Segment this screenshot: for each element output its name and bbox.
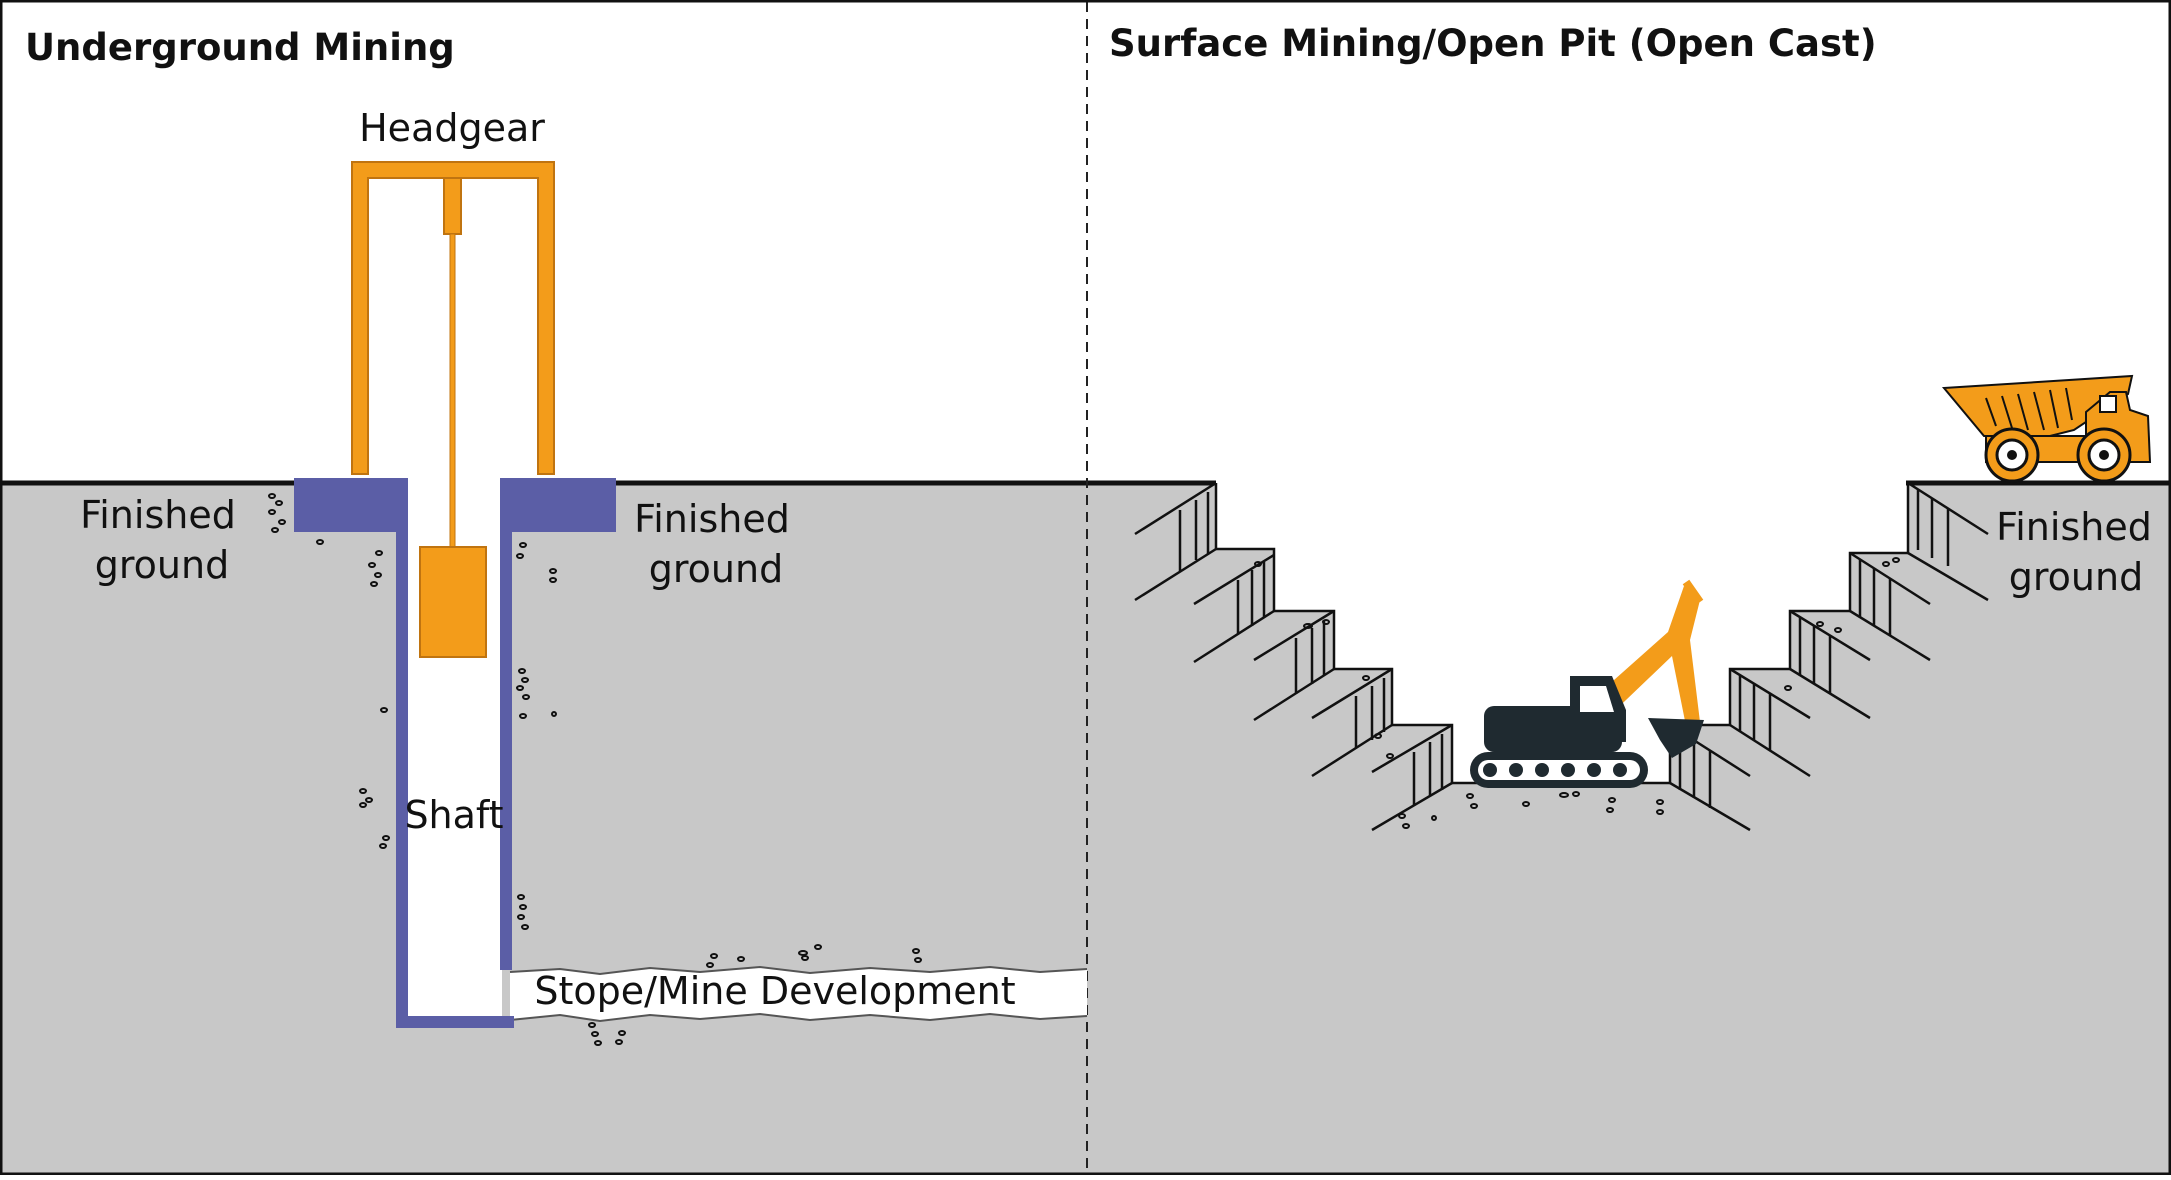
stope-label: Stope/Mine Development — [534, 969, 1015, 1013]
ore-specks — [268, 493, 922, 1046]
finished-ground-right-line2: ground — [649, 547, 783, 591]
finished-ground-left-line1: Finished — [80, 493, 236, 537]
collar-right — [500, 478, 616, 532]
finished-ground-right-line1: Finished — [634, 497, 790, 541]
open-pit — [1216, 481, 1908, 783]
shaft-wall-right — [500, 478, 512, 970]
underground-title: Underground Mining — [25, 26, 455, 69]
shaft-floor — [396, 1016, 514, 1028]
surface-title: Surface Mining/Open Pit (Open Cast) — [1109, 22, 1877, 65]
cage-icon — [419, 546, 487, 658]
truck-wheel-rear — [1984, 427, 2040, 483]
stope-edge-top — [509, 965, 1088, 976]
pit-specks — [1254, 557, 1900, 829]
finished-ground-surface-line1: Finished — [1996, 505, 2152, 549]
stope-edge-bottom — [509, 1012, 1088, 1023]
finished-ground-left-line2: ground — [95, 543, 229, 587]
shaft-wall-left — [396, 478, 408, 1028]
excavator-icon — [1470, 579, 1704, 788]
finished-ground-surface-line2: ground — [2009, 555, 2143, 599]
shaft-label: Shaft — [404, 793, 503, 837]
truck-wheel-front — [2076, 427, 2132, 483]
stope-tunnel — [510, 967, 1087, 1021]
collar-left — [294, 478, 408, 532]
headgear-label: Headgear — [359, 106, 545, 150]
dump-truck-icon — [1941, 374, 2152, 483]
headgear-frame — [351, 161, 555, 548]
